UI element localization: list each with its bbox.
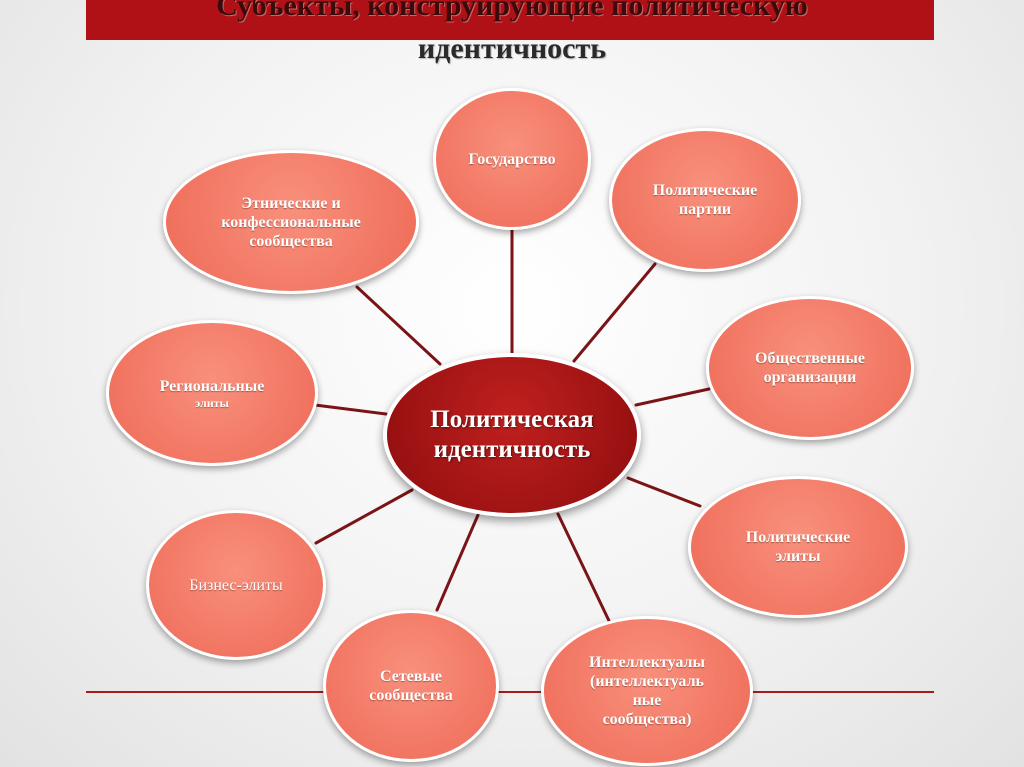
- node-business-elites-label: Бизнес-элиты: [189, 576, 283, 594]
- connector-networks: [435, 513, 480, 612]
- connector-ethnic: [355, 285, 442, 366]
- node-regional-elites-sublabel: элиты: [195, 395, 229, 410]
- connector-regional: [313, 403, 388, 416]
- node-regional-elites-label: Региональные: [159, 377, 265, 395]
- connector-intellectuals: [556, 512, 613, 627]
- node-ethnic-communities-label: Этнические и конфессиональные сообщества: [221, 194, 361, 250]
- node-intellectuals: Интеллектуалы (интеллектуаль ные сообщес…: [541, 616, 753, 766]
- node-state-label: Государство: [468, 150, 556, 168]
- node-network-communities: Сетевые сообщества: [323, 610, 499, 762]
- node-network-communities-label: Сетевые сообщества: [369, 668, 453, 704]
- node-ethnic-communities: Этнические и конфессиональные сообщества: [163, 150, 419, 294]
- connector-business: [314, 488, 414, 545]
- center-node-political-identity: Политическая идентичность: [383, 353, 641, 517]
- node-political-parties-label: Политические партии: [652, 182, 758, 218]
- node-political-elites-label: Политические элиты: [745, 529, 851, 565]
- title-bar: [86, 0, 934, 40]
- node-public-organizations: Общественные организации: [706, 296, 914, 440]
- center-node-label: Политическая идентичность: [430, 406, 594, 463]
- connector-public-orgs: [634, 387, 711, 407]
- page-title-line-1: Субъекты, конструирующие политическую: [216, 0, 808, 22]
- node-public-organizations-label: Общественные организации: [755, 350, 865, 386]
- node-business-elites: Бизнес-элиты: [146, 510, 326, 660]
- node-state: Государство: [433, 88, 591, 230]
- page-title-line-2: идентичность: [417, 32, 607, 65]
- node-regional-elites: Региональные элиты: [106, 320, 318, 466]
- node-political-parties: Политические партии: [609, 128, 801, 272]
- connector-political-elites: [626, 476, 702, 508]
- node-intellectuals-label: Интеллектуалы (интеллектуаль ные сообщес…: [589, 654, 705, 728]
- connector-parties: [572, 262, 657, 363]
- node-political-elites: Политические элиты: [688, 476, 908, 618]
- bottom-divider: [86, 691, 934, 693]
